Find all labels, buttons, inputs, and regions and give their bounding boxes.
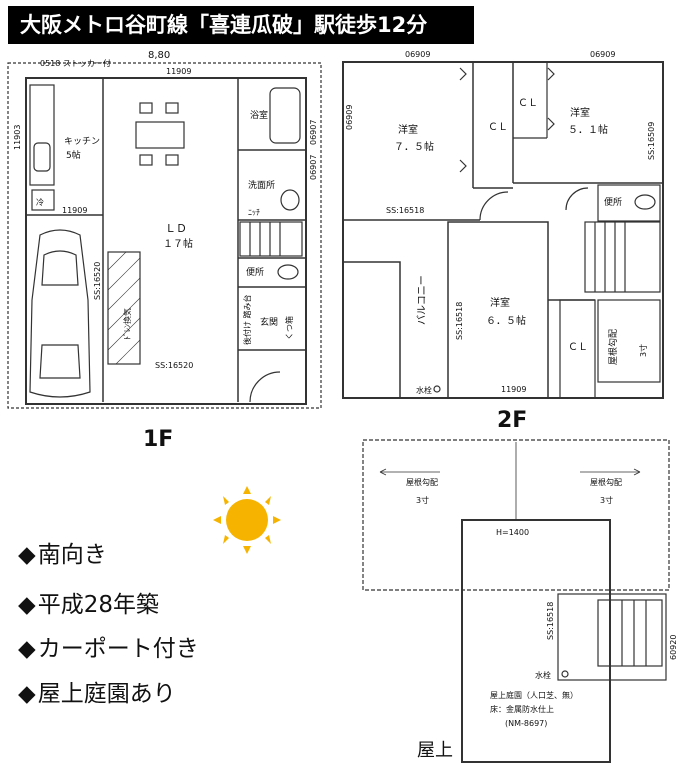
2f-faucet-label: 水栓 [416,385,432,395]
2f-dim-c: 06909 [345,105,354,130]
2f-closet-1: ＣＬ [488,122,508,133]
shoe-storage-label: 後付け 踏み台 [242,294,252,345]
listing-header: 大阪メトロ谷町線「喜連瓜破」駅徒歩12分 [8,6,474,44]
feature-built-year: ◆平成28年築 [18,592,159,618]
refrigerator [31,189,55,211]
1f-outer-wall [25,77,307,405]
kitchen-sink [33,142,51,172]
1f-dim-d: 06907 [309,120,318,145]
roof-slope-left-value: 3寸 [416,495,429,505]
bathtub [269,87,301,144]
ld-size: １７帖 [163,237,193,250]
2f-dim-b: 06909 [590,50,615,59]
1f-dim-c: 11909 [62,206,87,215]
1f-dim-e: 06907 [309,155,318,180]
rooftop-stair-house [557,593,667,681]
kitchen-label: キッチン [64,136,100,147]
1f-stairs [239,221,303,257]
fridge-label: 冷 [36,197,44,207]
1f-ss-side: SS:16520 [93,262,102,300]
roof-slope-left-label: 屋根勾配 [406,477,438,487]
western3-label: 洋室 [490,296,510,309]
roof-faucet-label: 水栓 [535,670,551,680]
2f-roof-slope-label: 屋根勾配 [607,329,619,365]
1f-vent-label: ﾄﾞﾚﾝ換気 [122,308,132,340]
western1-size: ７．５帖 [394,140,434,153]
roof-height-label: H=1400 [496,528,529,537]
ld-label: ＬＤ [165,222,187,235]
feature-south-facing: ◆南向き [18,542,107,568]
feature-carport: ◆カーポート付き [18,636,199,662]
bath-label: 浴室 [250,109,268,121]
hatched-storage [107,251,141,365]
1f-dim-b: 11903 [13,125,22,150]
rooftop-garden-line3: (NM-8697) [505,719,547,728]
western1-label: 洋室 [398,123,418,136]
kitchen-size: 5帖 [66,149,81,161]
2f-dim-a: 06909 [405,50,430,59]
balcony-label: バルコニー [416,275,428,325]
1f-site-outline [7,62,322,409]
1f-toilet-bowl [277,264,299,280]
2f-closet-3: ＣＬ [568,342,588,353]
2f-ss-3: SS:16509 [647,122,656,160]
roof-outline [362,439,670,591]
2f-closet-2: ＣＬ [518,98,538,109]
1f-ss-bottom: SS:16520 [155,361,193,370]
2f-ss-2: SS:16518 [455,302,464,340]
2f-roof-slope-value: 3寸 [638,344,648,357]
western2-label: 洋室 [570,106,590,119]
western3-size: ６．５帖 [486,314,526,327]
feature-rooftop-garden: ◆屋上庭園あり [18,681,176,707]
roof-slope-right-label: 屋根勾配 [590,477,622,487]
1f-top-dimension: 8,80 [148,50,170,61]
2f-roof-slope-area [597,299,661,383]
roof-dim-label: 60920 [669,635,678,660]
dining-table [135,121,185,149]
rooftop-garden-line1: 屋上庭園（人口芝、無） [490,690,578,700]
floor-label-1f: 1F [143,427,174,452]
entrance-door-swing [249,371,281,403]
western2-size: ５．１帖 [568,123,608,136]
wash-basin [280,189,300,211]
2f-dim-d: 11909 [501,385,526,394]
shoe-box-label: くつ箱 [284,316,294,340]
2f-toilet-label: 便所 [604,196,622,208]
2f-toilet-bowl [634,194,656,210]
1f-toilet-label: 便所 [246,266,264,278]
carport-car [29,229,91,398]
1f-stocker-label: 0518 ストッカー付 [40,58,111,68]
floor-label-rooftop: 屋上 [417,740,453,761]
entrance-label: 玄関 [260,316,278,328]
roof-slope-right-value: 3寸 [600,495,613,505]
floor-label-2f: 2F [497,408,528,433]
rooftop-garden-line2: 床：金属防水仕上 [490,704,554,714]
2f-ss-1: SS:16518 [386,206,424,215]
sun-icon [213,486,281,554]
1f-dim-a: 11909 [166,67,191,76]
niche-label: ﾆｯﾁ [248,208,260,217]
roof-ss-label: SS:16518 [546,602,555,640]
2f-stairs [584,221,661,293]
kitchen-counter [29,84,55,186]
washroom-label: 洗面所 [248,179,275,191]
